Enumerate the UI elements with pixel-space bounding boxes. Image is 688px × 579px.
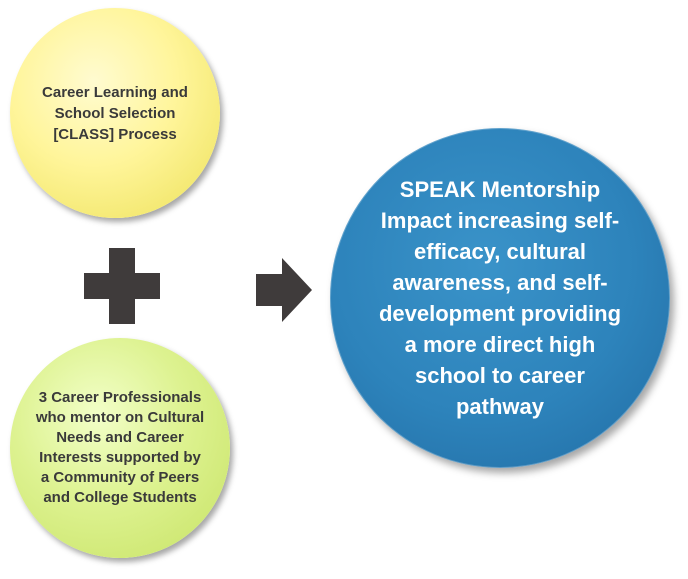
arrow-right-icon <box>256 258 312 322</box>
class-process-label: Career Learning and School Selection [CL… <box>42 83 188 143</box>
mentors-label: 3 Career Professionals who mentor on Cul… <box>35 389 205 506</box>
speak-impact-label: SPEAK Mentorship Impact increasing self-… <box>378 177 622 419</box>
class-process-circle: Career Learning and School Selection [CL… <box>10 8 220 218</box>
speak-impact-circle: SPEAK Mentorship Impact increasing self-… <box>330 128 670 468</box>
mentors-circle: 3 Career Professionals who mentor on Cul… <box>10 338 230 558</box>
plus-icon <box>84 248 160 324</box>
